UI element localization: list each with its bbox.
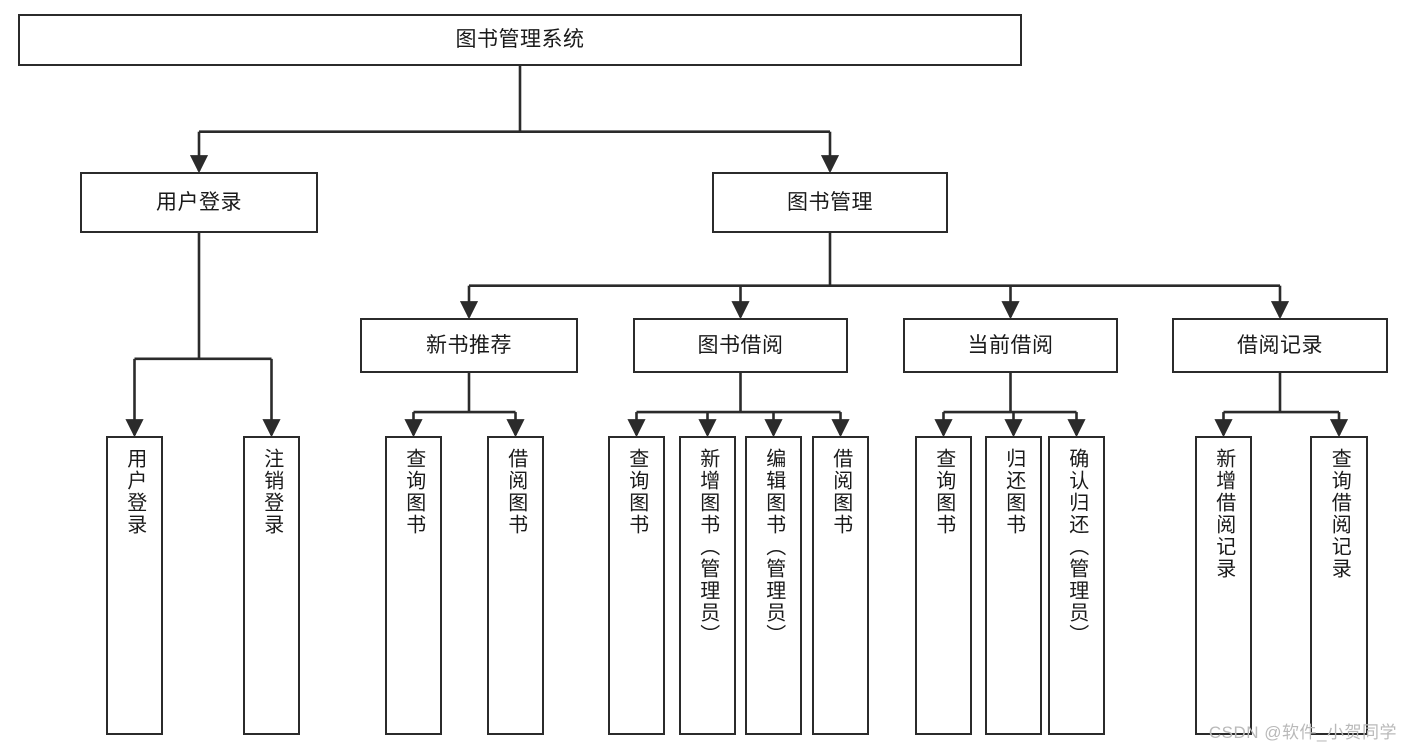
node-root[interactable]: 图书管理系统 bbox=[18, 14, 1022, 66]
node-leaf6[interactable]: 新增图书（管理员） bbox=[679, 436, 736, 735]
node-leaf4[interactable]: 借阅图书 bbox=[487, 436, 544, 735]
node-label: 新书推荐 bbox=[426, 333, 512, 357]
node-leaf3[interactable]: 查询图书 bbox=[385, 436, 442, 735]
node-label: 用户登录 bbox=[123, 448, 146, 536]
node-label: 查询图书 bbox=[402, 448, 425, 536]
node-leaf1[interactable]: 用户登录 bbox=[106, 436, 163, 735]
node-label: 用户登录 bbox=[156, 190, 242, 214]
node-label: 归还图书 bbox=[1002, 448, 1025, 536]
node-leaf5[interactable]: 查询图书 bbox=[608, 436, 665, 735]
node-leaf10[interactable]: 归还图书 bbox=[985, 436, 1042, 735]
node-label: 确认归还（管理员） bbox=[1065, 448, 1088, 646]
node-leaf11[interactable]: 确认归还（管理员） bbox=[1048, 436, 1105, 735]
node-label: 图书借阅 bbox=[697, 333, 784, 357]
node-label: 新增借阅记录 bbox=[1212, 448, 1235, 580]
node-label: 注销登录 bbox=[260, 448, 283, 536]
node-records[interactable]: 借阅记录 bbox=[1172, 318, 1388, 373]
node-leaf9[interactable]: 查询图书 bbox=[915, 436, 972, 735]
node-label: 查询图书 bbox=[932, 448, 955, 536]
node-label: 图书管理 bbox=[787, 190, 873, 214]
node-leaf7[interactable]: 编辑图书（管理员） bbox=[745, 436, 802, 735]
node-borrow[interactable]: 图书借阅 bbox=[633, 318, 848, 373]
node-label: 图书管理系统 bbox=[455, 28, 585, 52]
node-newbook[interactable]: 新书推荐 bbox=[360, 318, 578, 373]
node-label: 新增图书（管理员） bbox=[696, 448, 719, 646]
node-label: 借阅记录 bbox=[1237, 333, 1323, 357]
node-label: 查询图书 bbox=[625, 448, 648, 536]
node-label: 当前借阅 bbox=[967, 333, 1054, 357]
csdn-watermark: CSDN @软件_小贺同学 bbox=[1208, 723, 1397, 742]
node-leaf2[interactable]: 注销登录 bbox=[243, 436, 300, 735]
node-leaf12[interactable]: 新增借阅记录 bbox=[1195, 436, 1252, 735]
node-label: 借阅图书 bbox=[504, 448, 527, 536]
node-leaf13[interactable]: 查询借阅记录 bbox=[1310, 436, 1368, 735]
node-current[interactable]: 当前借阅 bbox=[903, 318, 1118, 373]
node-leaf8[interactable]: 借阅图书 bbox=[812, 436, 869, 735]
node-label: 查询借阅记录 bbox=[1328, 448, 1351, 580]
node-label: 编辑图书（管理员） bbox=[762, 448, 785, 646]
node-bookmgr[interactable]: 图书管理 bbox=[712, 172, 948, 233]
node-login[interactable]: 用户登录 bbox=[80, 172, 318, 233]
node-label: 借阅图书 bbox=[829, 448, 852, 536]
